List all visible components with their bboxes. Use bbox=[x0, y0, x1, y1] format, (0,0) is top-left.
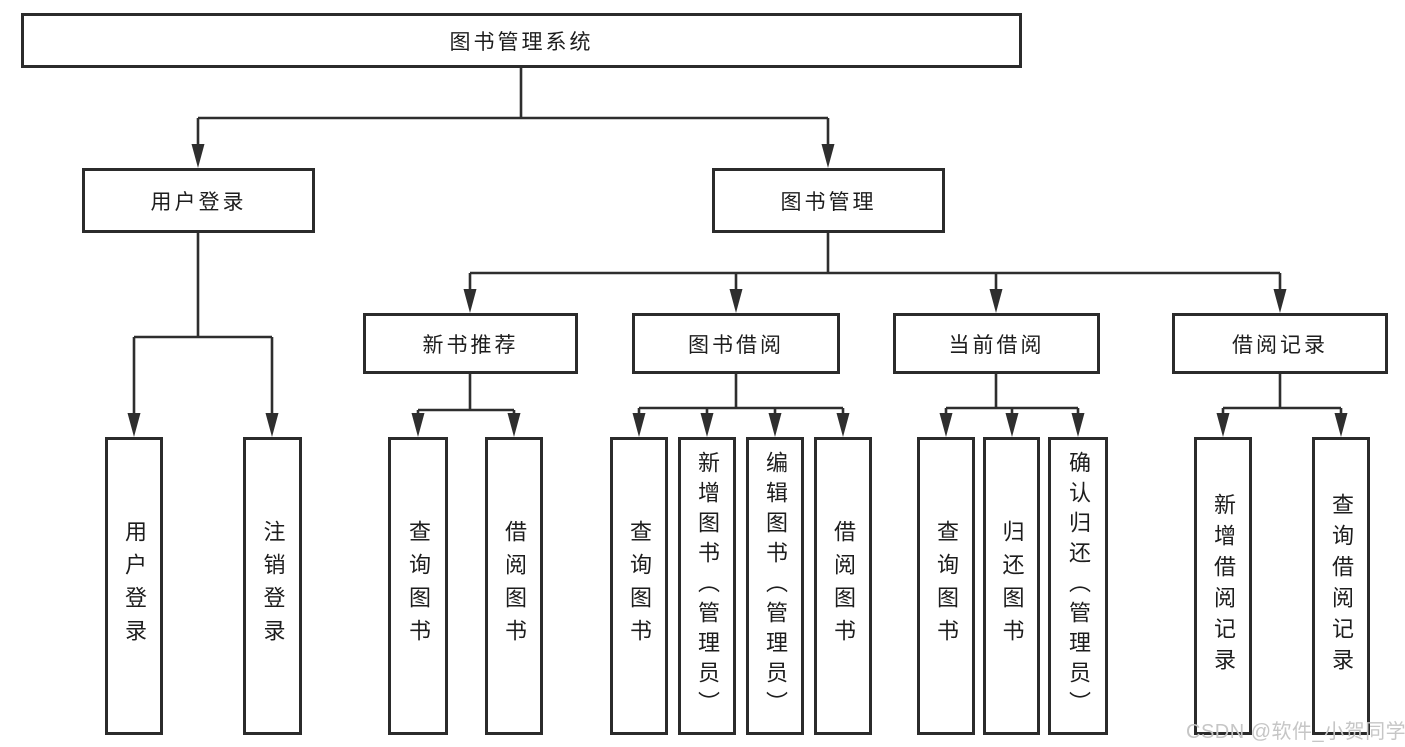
node-book-borrow: 图书借阅 bbox=[632, 313, 840, 374]
arrowhead bbox=[127, 413, 141, 437]
leaf-add-borrow-record-label: 新增借阅记录 bbox=[1211, 493, 1236, 679]
arrowhead bbox=[836, 413, 850, 437]
connector-new-book-rec-children bbox=[411, 374, 521, 437]
connector-root-to-level2 bbox=[191, 68, 835, 168]
node-book-mgmt-label: 图书管理 bbox=[780, 190, 877, 214]
connector-book-mgmt-children bbox=[463, 233, 1287, 313]
arrowhead bbox=[729, 289, 743, 313]
leaf-borrow-books-rec-label: 借阅图书 bbox=[502, 520, 527, 652]
node-root-label: 图书管理系统 bbox=[449, 30, 594, 54]
connector-current-borrow-children bbox=[939, 374, 1085, 437]
leaf-query-books-current-label: 查询图书 bbox=[934, 520, 959, 652]
leaf-query-borrow-record: 查询借阅记录 bbox=[1312, 437, 1370, 735]
node-current-borrow: 当前借阅 bbox=[893, 313, 1100, 374]
arrowhead bbox=[939, 413, 953, 437]
leaf-add-borrow-record: 新增借阅记录 bbox=[1194, 437, 1252, 735]
node-new-book-rec-label: 新书推荐 bbox=[422, 333, 519, 357]
node-book-mgmt: 图书管理 bbox=[712, 168, 945, 233]
arrowhead bbox=[1071, 413, 1085, 437]
node-borrow-record: 借阅记录 bbox=[1172, 313, 1388, 374]
leaf-logout-label: 注销登录 bbox=[260, 520, 286, 652]
connector-borrow-record-children bbox=[1216, 374, 1348, 437]
node-book-borrow-label: 图书借阅 bbox=[688, 333, 784, 357]
leaf-borrow-books-label: 借阅图书 bbox=[831, 520, 856, 652]
arrowhead bbox=[989, 289, 1003, 313]
arrowhead bbox=[265, 413, 279, 437]
arrowhead bbox=[411, 413, 425, 437]
arrowhead bbox=[463, 289, 477, 313]
csdn-watermark: CSDN @软件_小贺同学 bbox=[1186, 721, 1405, 743]
node-current-borrow-label: 当前借阅 bbox=[948, 333, 1045, 357]
arrowhead bbox=[700, 413, 714, 437]
leaf-query-borrow-record-label: 查询借阅记录 bbox=[1329, 493, 1354, 679]
leaf-user-login-label: 用户登录 bbox=[122, 520, 147, 652]
arrowhead bbox=[1005, 413, 1019, 437]
leaf-add-books-admin: 新增图书（管理员） bbox=[678, 437, 736, 735]
arrowhead bbox=[1334, 413, 1348, 437]
arrowhead bbox=[191, 144, 205, 168]
leaf-return-books: 归还图书 bbox=[983, 437, 1040, 735]
arrowhead bbox=[507, 413, 521, 437]
arrowhead bbox=[632, 413, 646, 437]
leaf-query-books-rec-label: 查询图书 bbox=[406, 520, 431, 652]
leaf-query-books-current: 查询图书 bbox=[917, 437, 975, 735]
leaf-logout: 注销登录 bbox=[243, 437, 302, 735]
connector-book-borrow-children bbox=[632, 374, 850, 437]
arrowhead bbox=[1216, 413, 1230, 437]
node-borrow-record-label: 借阅记录 bbox=[1232, 333, 1328, 357]
node-new-book-rec: 新书推荐 bbox=[363, 313, 578, 374]
leaf-query-books-borrow-label: 查询图书 bbox=[627, 520, 652, 652]
leaf-confirm-return-admin-label: 确认归还（管理员） bbox=[1066, 451, 1091, 721]
leaf-query-books-rec: 查询图书 bbox=[388, 437, 448, 735]
leaf-confirm-return-admin: 确认归还（管理员） bbox=[1048, 437, 1108, 735]
node-user-login: 用户登录 bbox=[82, 168, 315, 233]
arrowhead bbox=[1273, 289, 1287, 313]
leaf-return-books-label: 归还图书 bbox=[999, 520, 1025, 652]
leaf-edit-books-admin-label: 编辑图书（管理员） bbox=[763, 451, 788, 721]
leaf-edit-books-admin: 编辑图书（管理员） bbox=[746, 437, 804, 735]
leaf-borrow-books-rec: 借阅图书 bbox=[485, 437, 543, 735]
leaf-borrow-books: 借阅图书 bbox=[814, 437, 872, 735]
node-user-login-label: 用户登录 bbox=[150, 190, 247, 214]
arrowhead bbox=[768, 413, 782, 437]
arrowhead bbox=[821, 144, 835, 168]
node-root: 图书管理系统 bbox=[21, 13, 1022, 68]
leaf-query-books-borrow: 查询图书 bbox=[610, 437, 668, 735]
leaf-user-login: 用户登录 bbox=[105, 437, 163, 735]
leaf-add-books-admin-label: 新增图书（管理员） bbox=[695, 451, 720, 721]
connector-user-login-children bbox=[127, 233, 279, 437]
